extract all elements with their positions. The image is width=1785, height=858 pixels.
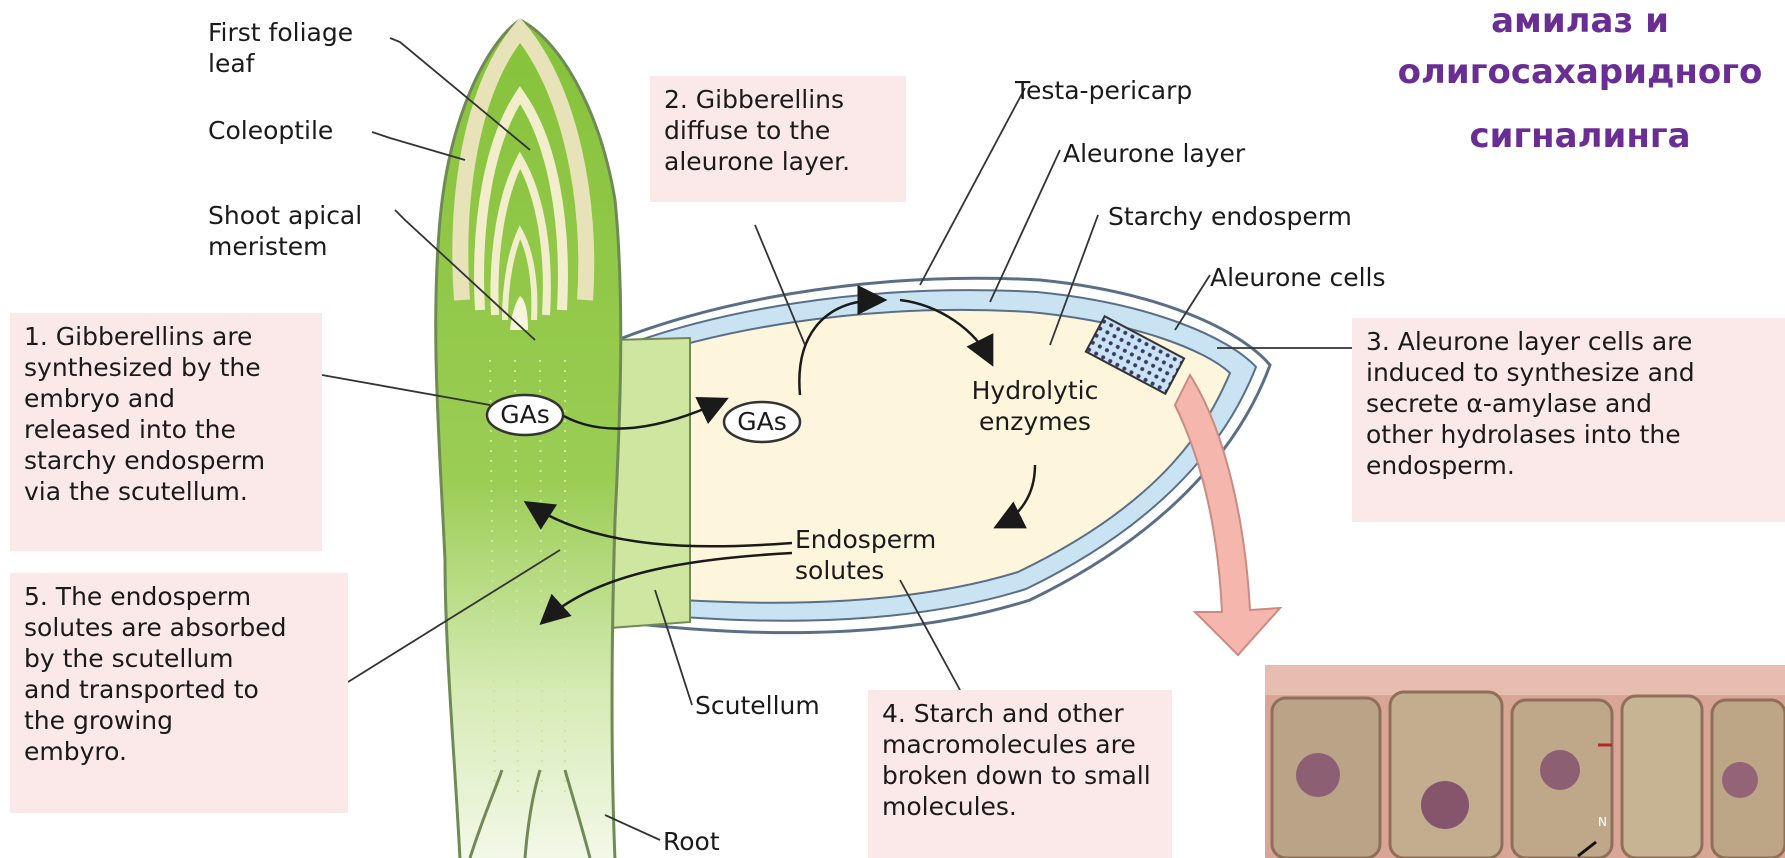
embryo	[436, 20, 621, 858]
label-starchy-endosperm: Starchy endosperm	[1108, 201, 1352, 232]
russian-heading-line1: амилаз и	[1460, 0, 1700, 42]
step5-box: 5. The endosperm solutes are absorbed by…	[10, 573, 348, 813]
label-gas-embryo: GAs	[487, 399, 563, 430]
micrograph-marker: N	[1598, 815, 1607, 829]
label-aleurone-layer: Aleurone layer	[1063, 138, 1245, 169]
aleurone-micrograph	[1265, 665, 1785, 858]
scutellum-shape	[610, 338, 690, 628]
label-coleoptile: Coleoptile	[208, 115, 333, 146]
label-hydrolytic-enzymes: Hydrolytic enzymes	[940, 375, 1130, 437]
russian-heading-line2: олигосахаридного	[1380, 51, 1780, 93]
label-aleurone-cells: Aleurone cells	[1210, 262, 1386, 293]
step4-box: 4. Starch and other macromolecules are b…	[868, 690, 1172, 858]
step3-box: 3. Aleurone layer cells are induced to s…	[1352, 318, 1785, 522]
russian-heading-line3: сигналинга	[1460, 115, 1700, 157]
label-testa-pericarp: Testa-pericarp	[1015, 75, 1192, 106]
label-first-foliage-leaf: First foliage leaf	[208, 17, 353, 79]
label-root: Root	[663, 826, 720, 857]
leader-testa	[920, 88, 1025, 285]
step2-box: 2. Gibberellins diffuse to the aleurone …	[650, 76, 906, 202]
label-shoot-apical-meristem: Shoot apical meristem	[208, 200, 362, 262]
label-gas-endosperm: GAs	[724, 406, 800, 437]
label-endosperm-solutes: Endosperm solutes	[795, 524, 955, 586]
step1-box: 1. Gibberellins are synthesized by the e…	[10, 313, 322, 551]
label-scutellum: Scutellum	[695, 690, 820, 721]
